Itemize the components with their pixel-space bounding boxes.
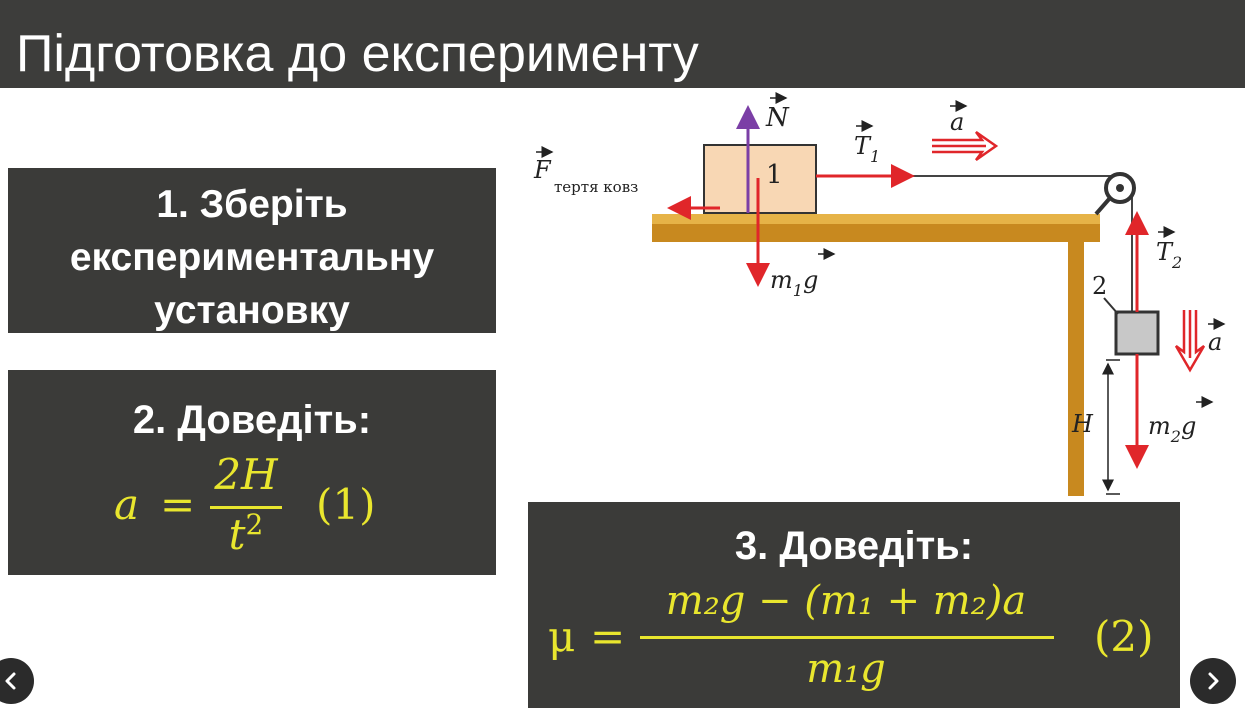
block-2-pointer [1103,297,1119,315]
block-1 [703,144,817,214]
accel-side-arrow [1174,310,1206,373]
step1-box: 1. Зберіть експериментальну установку [8,168,496,333]
force-n-label: N [765,103,790,133]
title-bar: Підготовка до експерименту [0,0,1245,88]
formula2-denominator: m₁g [806,646,886,692]
block-1-label: 1 [766,160,783,190]
friction-subscript: тертя ковз [554,178,638,196]
formula1-tag: (1) [316,480,376,529]
table-top-edge [652,214,1100,224]
step1-line: установку [154,289,350,332]
accel-top-label: a [950,108,964,136]
table-leg [1068,238,1084,496]
chevron-right-icon [1208,672,1219,690]
prev-slide-button[interactable] [0,658,34,704]
step3-heading: 3. Доведіть: [734,524,974,568]
slide-title: Підготовка до експерименту [16,25,699,83]
formula2-fraction-line [640,636,1054,639]
block-2-label: 2 [1092,272,1107,300]
formula1-numerator: 2H [214,450,278,499]
tension1-label: T1 [854,132,880,166]
pulley-axle [1116,184,1124,192]
experiment-diagram: 1 2 N m1g T1 a F тертя ковз T2 m2g a H [533,92,1226,496]
step1-line: 1. Зберіть [156,183,348,226]
formula2-eq: = [590,612,626,661]
formula2-lhs: μ [548,612,576,661]
formula1-eq: = [160,480,196,529]
step1-text: 1. Зберіть експериментальну установку [8,178,496,337]
weight2-label: m2g [1148,412,1196,446]
tension2-label: T2 [1156,238,1182,272]
formula1-lhs: a [114,480,140,529]
next-slide-button[interactable] [1190,658,1236,704]
step1-line: експериментальну [69,236,435,279]
formula1-denominator: t2 [228,508,264,559]
table-top [652,224,1100,242]
step2-box: 2. Доведіть: a = 2H t2 (1) [8,370,496,575]
step3-box: 3. Доведіть: μ = m₂g − (m₁ + m₂)a m₁g (2… [528,502,1180,708]
height-label: H [1071,410,1094,438]
weight1-label: m1g [770,266,818,300]
pulley-mount [1094,196,1112,216]
formula2-tag: (2) [1094,612,1154,661]
chevron-left-icon [5,672,16,690]
step2-heading: 2. Доведіть: [132,398,372,442]
formula1-fraction-line [210,506,282,509]
accel-top-arrow [932,130,999,162]
accel-side-label: a [1208,328,1222,356]
formula2-numerator: m₂g − (m₁ + m₂)a [665,578,1027,624]
block-2 [1114,310,1160,356]
friction-label: F [533,156,552,184]
